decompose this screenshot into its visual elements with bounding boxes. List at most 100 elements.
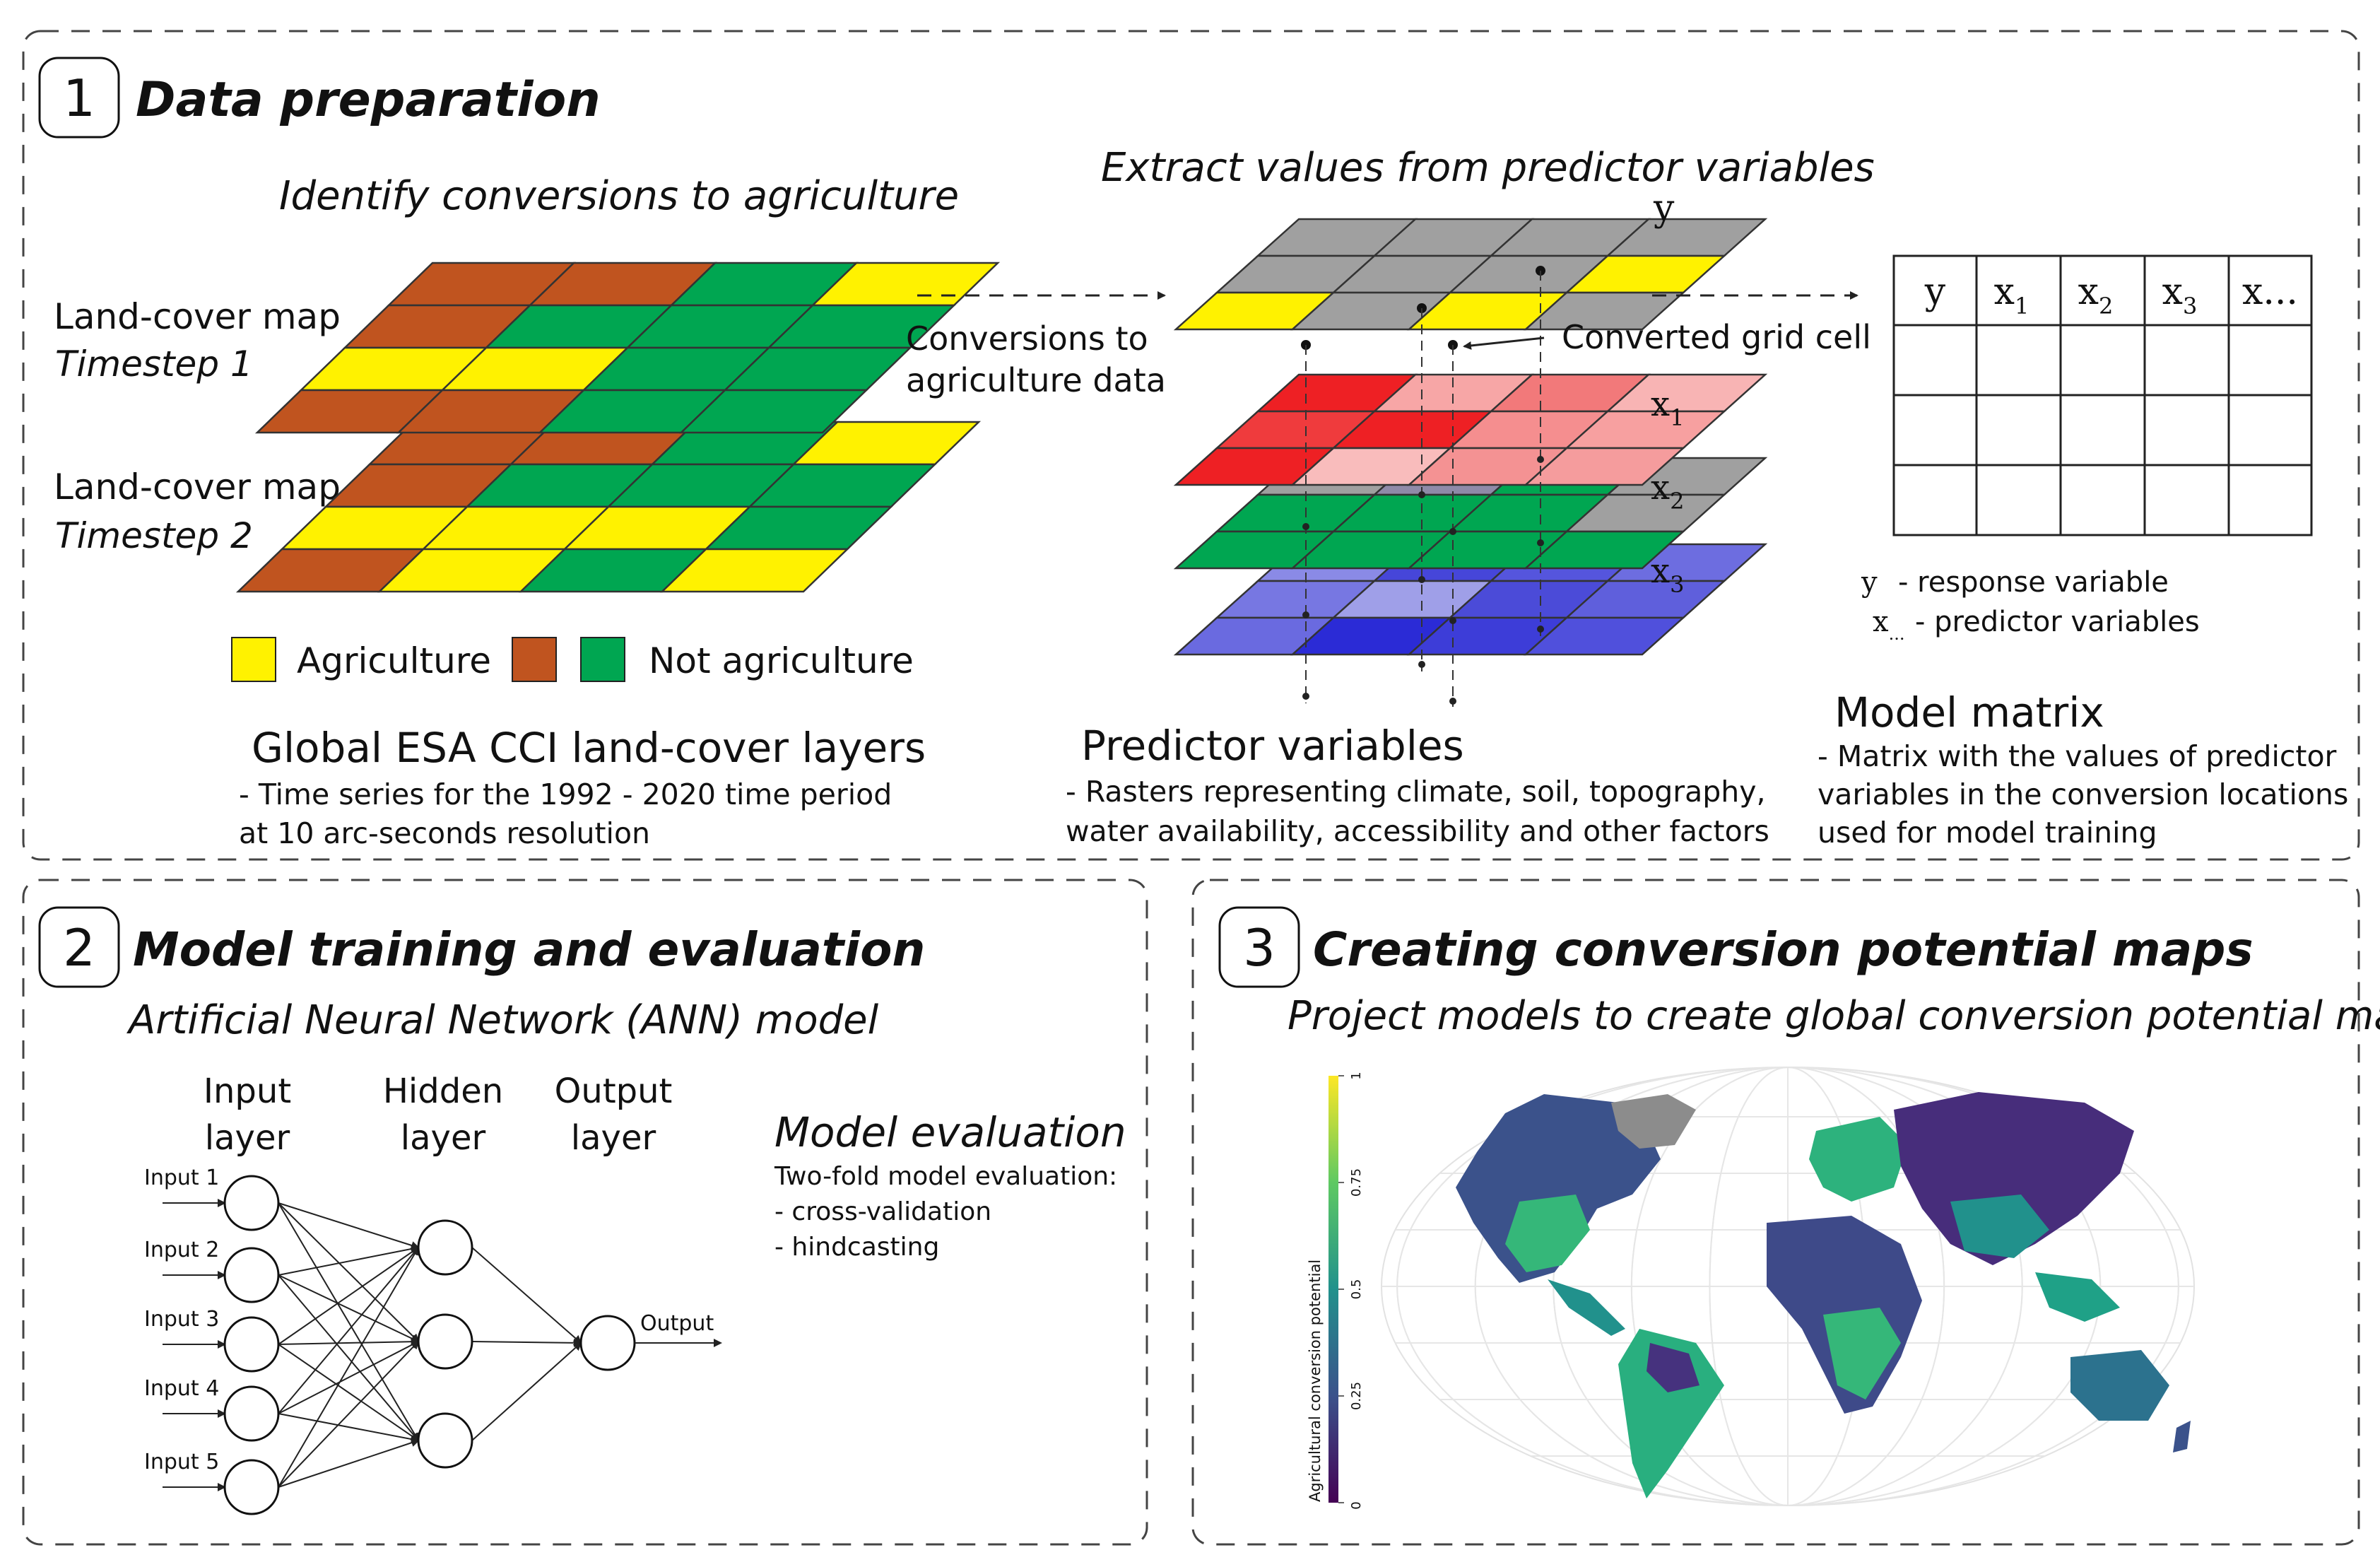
esa-desc-2: at 10 arc-seconds resolution xyxy=(239,816,650,850)
asia-green xyxy=(1950,1195,2049,1258)
left-heading: Identify conversions to agriculture xyxy=(279,173,959,219)
layer-label-x2: x2 xyxy=(1651,468,1684,515)
model-matrix-desc-2: variables in the conversion locations xyxy=(1818,777,2348,811)
mid-heading: Extract values from predictor variables xyxy=(1101,145,1875,191)
ann-edge xyxy=(278,1246,420,1414)
ann-input-node xyxy=(223,1175,280,1231)
ann-output-label: Output xyxy=(640,1311,714,1336)
ann-edge xyxy=(278,1438,420,1488)
panel-1-title: Data preparation xyxy=(136,72,601,128)
colorbar-tick-label: 0.25 xyxy=(1349,1382,1364,1410)
map1-label-1: Land-cover map xyxy=(54,296,341,337)
colorbar-tick-label: 0 xyxy=(1349,1501,1364,1509)
legend-nonagri-label: Not agriculture xyxy=(649,640,914,681)
panel-1-number: 1 xyxy=(63,69,95,128)
converted-cell-arrow xyxy=(1463,336,1545,350)
conversions-data-label-2: agriculture data xyxy=(906,361,1166,399)
matrix-legend-x-text: - predictor variables xyxy=(1915,606,2200,638)
output-layer-label-1: Output xyxy=(555,1072,673,1111)
sample-dot xyxy=(1302,523,1309,530)
panel-3-number: 3 xyxy=(1243,918,1276,978)
land-cover-map-timestep-1 xyxy=(254,262,1001,434)
ann-edge xyxy=(471,1247,582,1344)
south-america-dark xyxy=(1646,1343,1699,1392)
colorbar-tick-label: 0.5 xyxy=(1349,1279,1364,1300)
ann-hidden-node xyxy=(417,1219,473,1276)
panel-1-border xyxy=(22,30,2360,861)
stack-layer-2-cell xyxy=(1523,447,1686,486)
ann-input-label: Input 2 xyxy=(144,1238,219,1262)
southeast-asia xyxy=(2035,1272,2120,1322)
sample-dot xyxy=(1302,693,1309,700)
sample-dot xyxy=(1537,456,1544,463)
land-cover-map-timestep-2 xyxy=(235,421,982,593)
esa-desc-1: - Time series for the 1992 - 2020 time p… xyxy=(239,777,892,811)
panel-3-title: Creating conversion potential maps xyxy=(1313,922,2254,977)
matrix-header-1: x1 xyxy=(1994,271,2030,319)
model-matrix-desc-1: - Matrix with the values of predictor xyxy=(1818,739,2337,773)
panel-2-number: 2 xyxy=(63,918,95,978)
colorbar-tick-label: 0.75 xyxy=(1349,1168,1364,1197)
ann-input-label: Input 1 xyxy=(144,1166,219,1190)
input-layer-label-2: layer xyxy=(205,1118,290,1158)
matrix-header-4: x... xyxy=(2242,271,2298,313)
new-zealand xyxy=(2173,1421,2191,1452)
panel-2-title: Model training and evaluation xyxy=(133,922,925,977)
layer-label-x1: x1 xyxy=(1651,385,1684,431)
ann-edge xyxy=(471,1342,582,1441)
world-conversion-potential-map xyxy=(1381,1067,2195,1506)
hidden-layer-label-2: layer xyxy=(401,1118,486,1158)
sample-dot xyxy=(1418,576,1425,583)
map2-label-2: Timestep 2 xyxy=(55,515,253,556)
ann-input-label: Input 3 xyxy=(144,1307,219,1332)
predictor-layer-stack xyxy=(1173,218,1768,707)
panel-2-number-box xyxy=(38,906,120,988)
matrix-header-0: y xyxy=(1924,271,1946,313)
ann-edge xyxy=(278,1340,420,1488)
map2-label-1: Land-cover map xyxy=(54,466,341,507)
colorbar-ticks: 0 0.25 0.5 0.75 1 xyxy=(1338,1072,1364,1510)
ann-edge xyxy=(278,1344,420,1442)
stack-layer-0-cell xyxy=(1523,616,1686,656)
colorbar-label: Agricultural conversion potential xyxy=(1307,1260,1324,1502)
layer-label-x3: x3 xyxy=(1651,551,1684,598)
converted-cell-label: Converted grid cell xyxy=(1562,318,1871,356)
sample-dot xyxy=(1537,626,1544,633)
europe xyxy=(1809,1117,1908,1202)
sample-dot xyxy=(1418,661,1425,668)
colorbar xyxy=(1329,1076,1338,1503)
panel-2-subtitle: Artificial Neural Network (ANN) model xyxy=(126,997,879,1043)
predictor-desc-2: water availability, accessibility and ot… xyxy=(1066,814,1769,848)
ann-edge xyxy=(278,1245,420,1276)
colorbar-tick-label: 1 xyxy=(1349,1072,1364,1079)
matrix-legend-x-symbol: x... xyxy=(1873,606,1904,644)
panel-3-subtitle: Project models to create global conversi… xyxy=(1288,993,2380,1039)
ann-hidden-node xyxy=(417,1412,473,1469)
ann-edge xyxy=(278,1274,420,1343)
timestep-2-cell xyxy=(659,548,850,593)
layer-label-y: y xyxy=(1653,187,1675,230)
ann-edge xyxy=(278,1337,420,1346)
hidden-layer-label-1: Hidden xyxy=(383,1072,503,1111)
sample-dot xyxy=(1537,539,1544,546)
ann-input-node xyxy=(223,1247,280,1303)
central-america xyxy=(1548,1279,1625,1336)
north-america-green xyxy=(1505,1195,1590,1272)
ann-edge xyxy=(278,1341,420,1414)
ann-hidden-node xyxy=(417,1313,473,1370)
south-america xyxy=(1618,1329,1724,1498)
sample-dot xyxy=(1302,611,1309,618)
ann-edge xyxy=(278,1246,420,1488)
ann-edge xyxy=(278,1202,420,1442)
output-layer-label-2: layer xyxy=(571,1118,656,1158)
ann-edge xyxy=(278,1274,420,1442)
model-evaluation-line-2: - cross-validation xyxy=(774,1197,991,1226)
ann-edge xyxy=(278,1413,420,1444)
matrix-header-2: x2 xyxy=(2078,271,2114,319)
panel-3-border xyxy=(1191,879,2360,1546)
model-evaluation-line-1: Two-fold model evaluation: xyxy=(774,1162,1117,1191)
north-america xyxy=(1456,1094,1661,1283)
